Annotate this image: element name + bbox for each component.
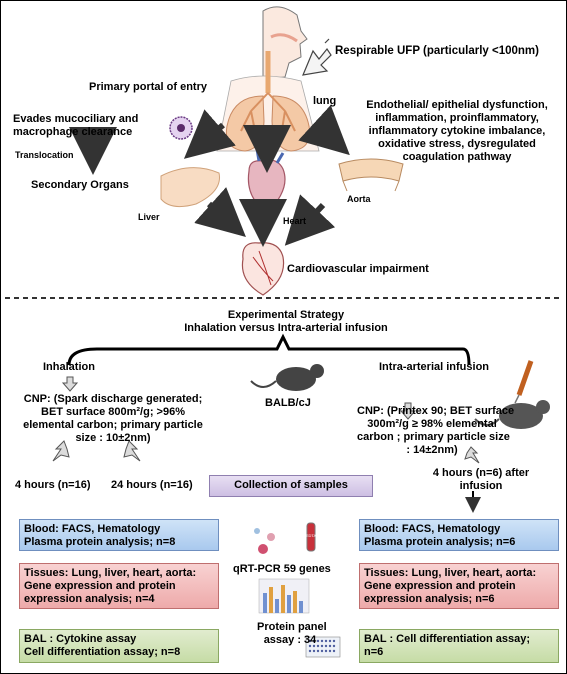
cardio-heart-illustration (241, 242, 285, 296)
evades-line: macrophage clearance (13, 126, 133, 138)
mouse-icon (250, 364, 324, 391)
cnp-right-line: : 14±2nm) (406, 444, 458, 456)
cnp-right-line: carbon ; primary particle size (357, 431, 510, 443)
left-bal-line: BAL : Cytokine assay (24, 633, 137, 645)
dysfunction-list: Endothelial/ epithelial dysfunction, inf… (349, 99, 565, 164)
left-tissues-line: expression analysis; n=4 (24, 593, 155, 605)
tube-label: EDTA (306, 533, 317, 538)
sample-icons: EDTA (254, 522, 317, 554)
protein-panel-line: assay : 34 (263, 634, 317, 646)
timepoint-24h: 24 hours (n=16) (111, 479, 193, 491)
dysfunction-line: Endothelial/ epithelial dysfunction, (366, 99, 548, 111)
secondary-organs-label: Secondary Organs (31, 179, 129, 191)
translocation-label: Translocation (15, 150, 74, 160)
cnp-right-line: CNP: (Printex 90; BET surface (357, 405, 515, 417)
left-tissues-line: Gene expression and protein (24, 580, 176, 592)
macrophage-illustration (169, 116, 193, 140)
aorta-illustration (338, 158, 404, 192)
right-tissues-line: expression analysis; n=6 (364, 593, 495, 605)
cnp-left-description: CNP: (Spark discharge generated; BET sur… (7, 393, 219, 445)
right-blood-box: Blood: FACS, Hematology Plasma protein a… (359, 519, 559, 551)
evades-label: Evades mucociliary and macrophage cleara… (13, 113, 138, 139)
cnp-left-line: elemental carbon; primary particle (23, 419, 203, 431)
left-blood-line: Plasma protein analysis; n=8 (24, 536, 176, 548)
cnp-left-line: BET surface 800m²/g; >96% (41, 406, 185, 418)
right-tissues-box: Tissues: Lung, liver, heart, aorta: Gene… (359, 563, 559, 609)
qrt-pcr-label: qRT-PCR 59 genes (233, 563, 331, 575)
cnp-right-description: CNP: (Printex 90; BET surface 300m²/g ≥ … (357, 405, 515, 457)
pathway-arrows (69, 104, 350, 247)
aorta-label: Aorta (347, 194, 371, 204)
liver-illustration (160, 167, 221, 208)
cardiovascular-impairment-label: Cardiovascular impairment (287, 263, 429, 275)
dysfunction-line: inflammatory cytokine imbalance, (368, 125, 546, 137)
left-bal-box: BAL : Cytokine assay Cell differentiatio… (19, 629, 219, 663)
heart-label: Heart (283, 216, 307, 226)
timepoint-infusion: 4 hours (n=6) after infusion (421, 467, 541, 493)
left-blood-line: Blood: FACS, Hematology (24, 523, 161, 535)
right-tissues-line: Tissues: Lung, liver, heart, aorta: (364, 567, 537, 579)
protein-panel-label: Protein panel assay : 34 (257, 621, 327, 647)
strategy-title: Experimental Strategy (227, 309, 345, 321)
lung-label: lung (313, 95, 337, 107)
dysfunction-line: oxidative stress, dysregulated (378, 138, 536, 150)
dysfunction-line: coagulation pathway (402, 151, 512, 163)
right-bal-box: BAL : Cell differentiation assay; n=6 (359, 629, 559, 663)
left-blood-box: Blood: FACS, Hematology Plasma protein a… (19, 519, 219, 551)
right-tissues-line: Gene expression and protein (364, 580, 516, 592)
timepoint-4h: 4 hours (n=16) (15, 479, 91, 491)
right-blood-line: Blood: FACS, Hematology (364, 523, 501, 535)
cnp-left-line: size : 10±2nm) (75, 432, 151, 444)
timepoint-infusion-line: 4 hours (n=6) after (432, 467, 530, 479)
flow-hollow-arrows (52, 376, 480, 464)
timepoint-infusion-line: infusion (459, 480, 503, 492)
infusion-mouse-icon (474, 360, 550, 429)
protein-panel-icon (305, 636, 341, 658)
primary-portal-label: Primary portal of entry (89, 81, 207, 93)
collection-of-samples: Collection of samples (209, 475, 373, 497)
strategy-bracket (67, 333, 471, 366)
left-bal-line: Cell differentiation assay; n=8 (24, 646, 181, 658)
liver-label: Liver (138, 212, 160, 222)
right-bal-line: n=6 (364, 646, 384, 658)
dysfunction-line: inflammation, proinflammatory, (375, 112, 539, 124)
right-bal-line: BAL : Cell differentiation assay; (364, 633, 531, 645)
qpcr-bar-icon (258, 578, 310, 614)
evades-line: Evades mucociliary and (13, 113, 139, 125)
strategy-subtitle: Inhalation versus Intra-arterial infusio… (184, 322, 388, 334)
cnp-left-line: CNP: (Spark discharge generated; (23, 393, 203, 405)
protein-panel-line: Protein panel (257, 621, 327, 633)
mouse-strain-label: BALB/cJ (265, 397, 311, 409)
intra-arterial-label: Intra-arterial infusion (379, 361, 490, 373)
right-blood-line: Plasma protein analysis; n=6 (364, 536, 516, 548)
cnp-right-line: 300m²/g ≥ 98% elemental (367, 418, 497, 430)
inhalation-label: Inhalation (43, 361, 95, 373)
left-tissues-line: Tissues: Lung, liver, heart, aorta: (24, 567, 197, 579)
ufp-inhalation-arrow (302, 38, 332, 76)
respirable-ufp-label: Respirable UFP (particularly <100nm) (335, 45, 539, 57)
left-tissues-box: Tissues: Lung, liver, heart, aorta: Gene… (19, 563, 219, 609)
